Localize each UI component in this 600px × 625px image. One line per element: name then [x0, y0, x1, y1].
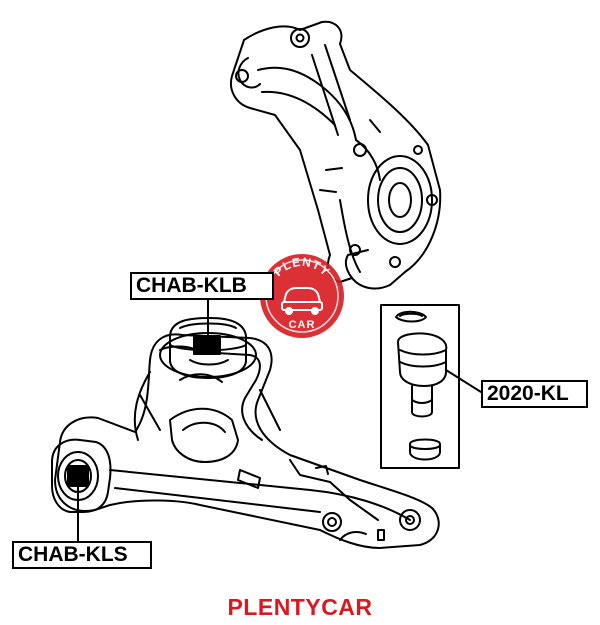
leader-kl	[445, 369, 482, 393]
upper-mount-bushing	[159, 317, 257, 379]
label-2020-kl: 2020-KL	[481, 380, 588, 408]
label-chab-klb: CHAB-KLB	[130, 272, 274, 300]
label-chab-kls: CHAB-KLS	[12, 541, 152, 569]
logo-bottom-text: CAR	[289, 319, 316, 331]
ball-joint-kit	[380, 304, 460, 469]
lower-control-arm	[54, 333, 440, 549]
steering-knuckle	[230, 20, 442, 290]
front-bushing	[51, 438, 112, 513]
plentycar-logo: PLENTY CAR	[260, 254, 344, 338]
brand-name: PLENTYCAR	[227, 594, 373, 620]
car-icon	[281, 287, 323, 315]
